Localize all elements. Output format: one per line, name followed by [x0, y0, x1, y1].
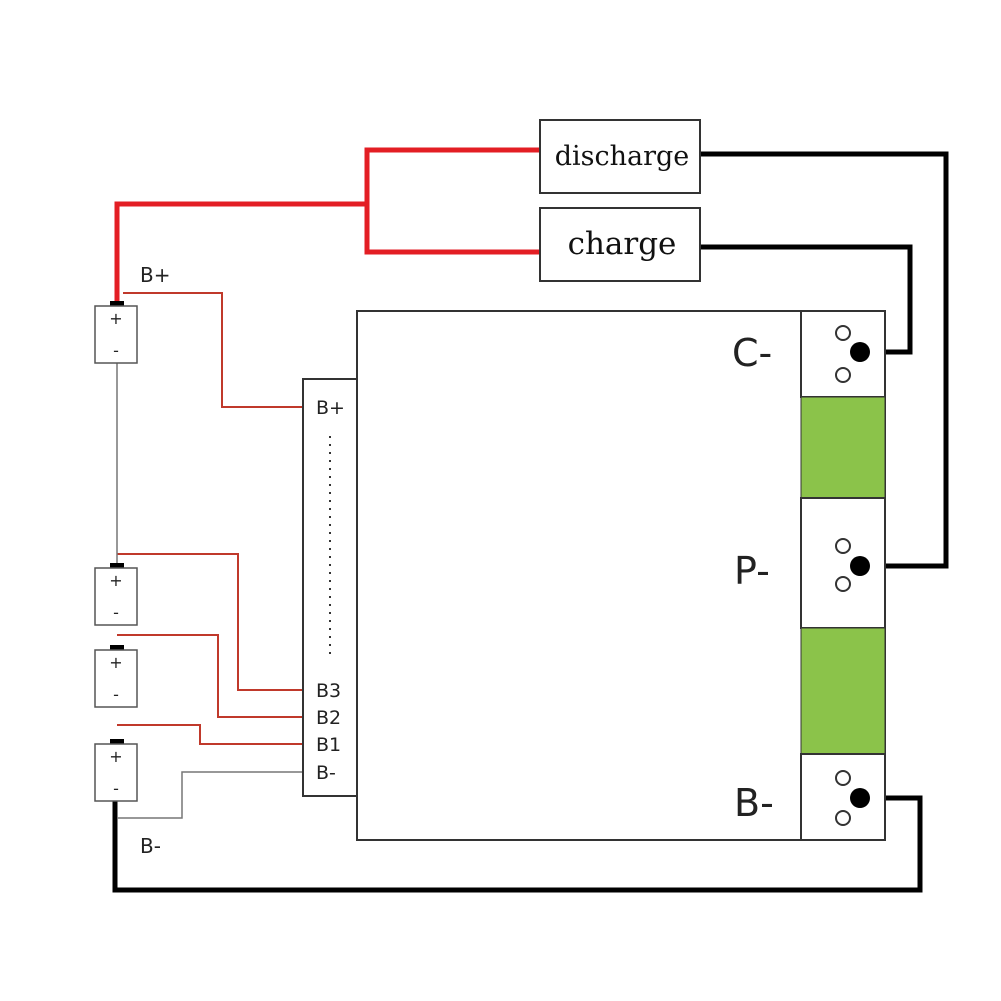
pack-b-minus-label: B- — [140, 834, 161, 858]
cell-1-plus: + — [109, 309, 122, 328]
b-minus-solder-point — [850, 788, 870, 808]
cell-4-plus: + — [109, 747, 122, 766]
b-minus-hole-top — [835, 770, 851, 786]
connector-b3-label: B3 — [316, 680, 341, 702]
connector-b1-label: B1 — [316, 734, 341, 756]
terminal-c-minus-label: C- — [732, 331, 772, 375]
battery-cell-4: + - — [94, 739, 138, 802]
p-minus-hole-bottom — [835, 576, 851, 592]
p-minus-hole-top — [835, 538, 851, 554]
terminal-b-minus-pad — [800, 753, 886, 841]
positive-wire-to-charge — [364, 204, 540, 255]
bms-board — [356, 310, 886, 841]
balance-wire-b1 — [117, 724, 304, 745]
b-minus-hole-bottom — [835, 810, 851, 826]
p-minus-solder-point — [850, 556, 870, 576]
cell-2-body — [94, 567, 138, 626]
c-minus-solder-point — [850, 342, 870, 362]
terminal-p-minus-pad — [800, 497, 886, 629]
terminal-c-minus-pad — [800, 310, 886, 398]
discharge-box — [539, 119, 701, 194]
cell-2-minus: - — [113, 603, 119, 622]
positive-wire-to-discharge — [114, 147, 540, 305]
c-minus-hole-bottom — [835, 367, 851, 383]
connector-b-minus-label: B- — [316, 762, 336, 784]
balance-wires — [117, 292, 304, 745]
balance-wire-b-plus — [123, 292, 304, 408]
cell-3-body — [94, 649, 138, 708]
pack-b-plus-label: B+ — [140, 263, 170, 287]
balance-wire-b3 — [117, 553, 304, 691]
p-minus-holes — [835, 538, 851, 592]
heatsink-bottom — [800, 627, 886, 755]
cell-1-minus: - — [113, 341, 119, 360]
charge-label: charge — [568, 226, 677, 262]
cell-4-minus: - — [113, 779, 119, 798]
discharge-label: discharge — [555, 141, 690, 172]
terminal-p-minus-label: P- — [734, 549, 770, 593]
main-positive-wire — [114, 147, 540, 305]
b-minus-to-battery-wire — [112, 795, 923, 893]
cell-3-terminal-cap — [110, 645, 124, 651]
discharge-to-p-minus-wire — [700, 151, 949, 569]
heatsink-top — [800, 396, 886, 499]
terminal-b-minus-label: B- — [734, 781, 774, 825]
b-minus-holes — [835, 770, 851, 826]
c-minus-holes — [835, 325, 851, 383]
connector-b-plus-label: B+ — [316, 397, 345, 419]
cell-1-terminal-cap — [110, 301, 124, 307]
cell-3-minus: - — [113, 685, 119, 704]
balance-wire-b2 — [117, 634, 304, 718]
c-minus-hole-top — [835, 325, 851, 341]
balance-wire-b-minus — [117, 771, 304, 819]
connector-b2-label: B2 — [316, 707, 341, 729]
grey-wires — [116, 363, 304, 819]
cell-1-body — [94, 305, 138, 364]
cell-2-terminal-cap — [110, 563, 124, 569]
battery-cell-3: + - — [94, 645, 138, 708]
cell-4-terminal-cap — [110, 739, 124, 745]
charge-box — [539, 207, 701, 282]
cell-3-plus: + — [109, 653, 122, 672]
battery-cell-2: + - — [94, 563, 138, 626]
cell-4-body — [94, 743, 138, 802]
balance-connector — [302, 378, 358, 797]
battery-cell-1: + - — [94, 301, 138, 364]
cell-2-plus: + — [109, 571, 122, 590]
